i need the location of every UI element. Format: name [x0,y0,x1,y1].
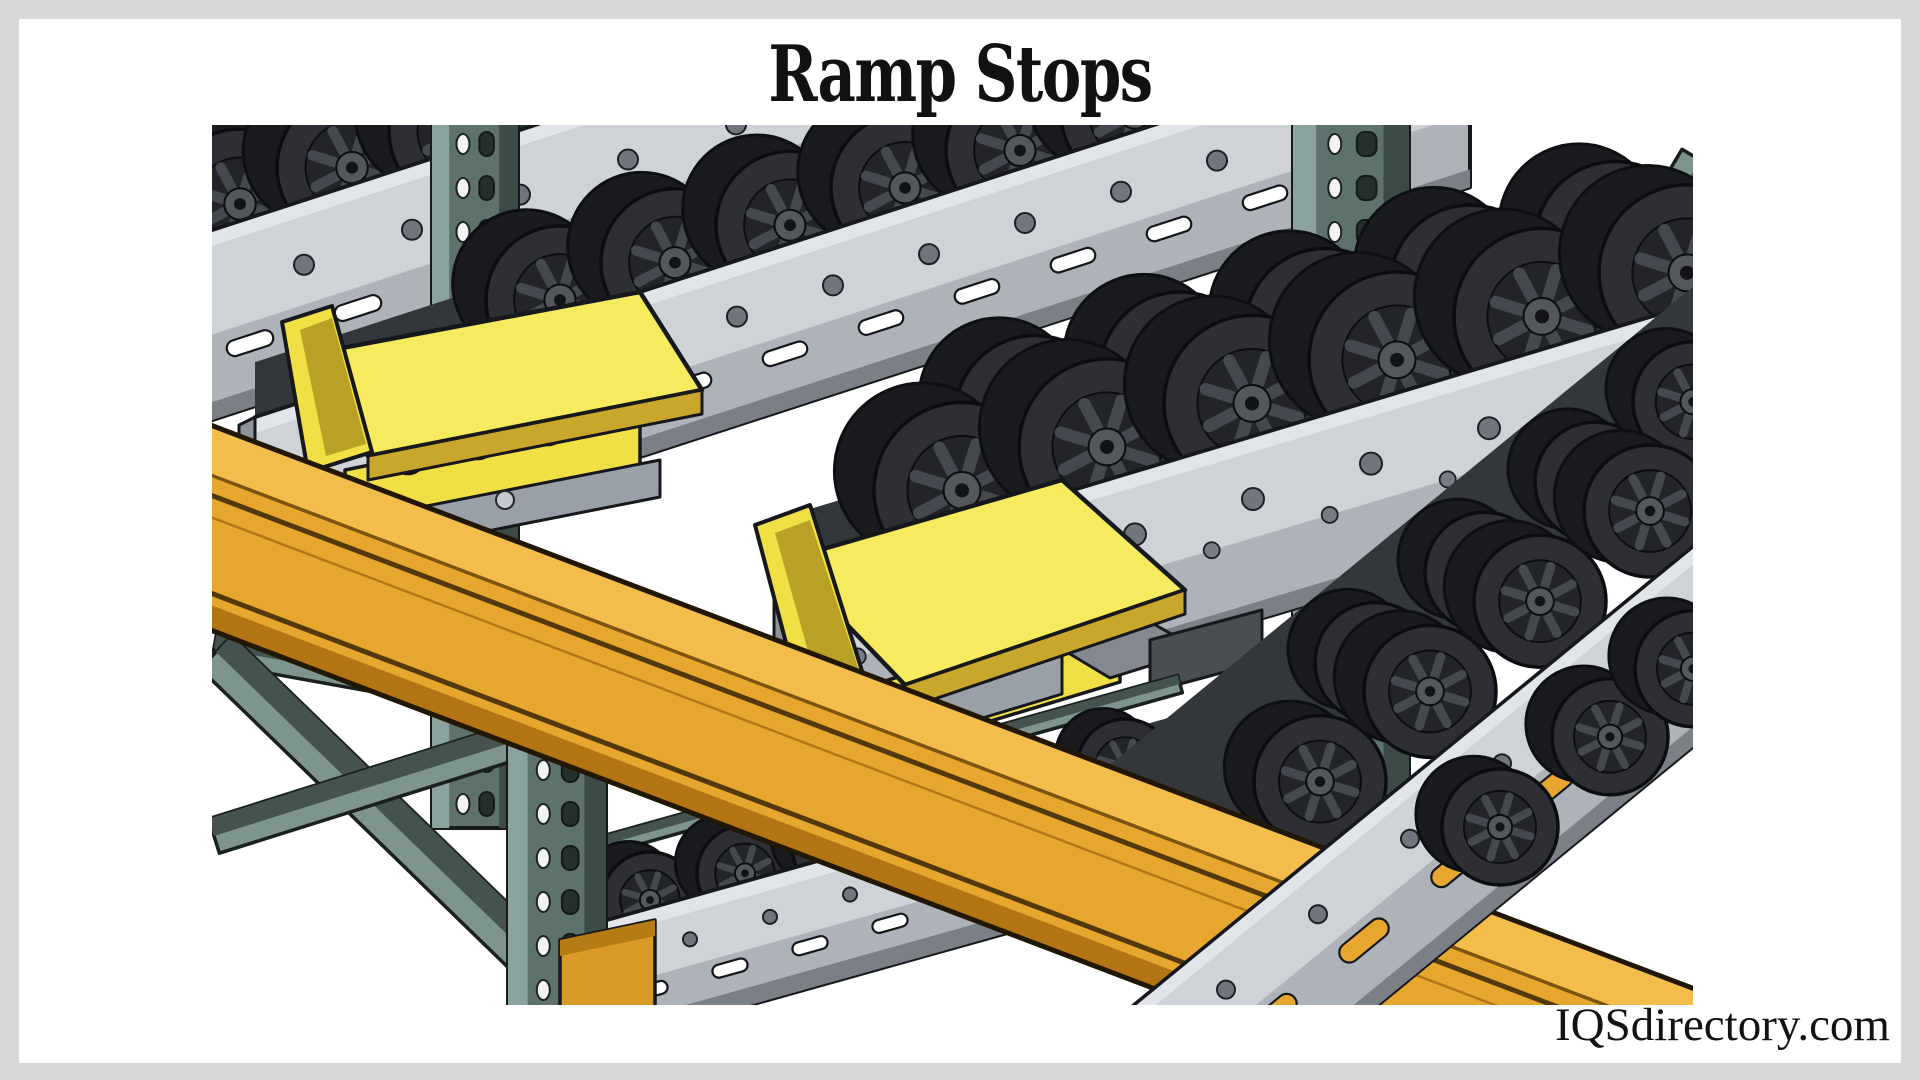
skate-wheel-icon [1442,519,1608,669]
skate-wheel-icon [1604,327,1693,464]
skate-wheel-icon [1524,664,1670,797]
skate-wheel-icon [1332,609,1498,760]
watermark: IQSdirectory.com [1555,999,1890,1051]
skate-wheel-icon [1552,428,1693,579]
skate-wheel-icon [1557,164,1693,363]
page-title: Ramp Stops [768,29,1153,120]
base-bracket [558,918,657,1005]
flow-lane-lower-right-rail [1130,544,1693,1005]
flow-lane-lower-right [1080,286,1693,950]
skate-wheel-icon [1607,596,1693,729]
skate-wheel-icon [1222,699,1388,850]
skate-wheel-icon [1414,754,1560,887]
